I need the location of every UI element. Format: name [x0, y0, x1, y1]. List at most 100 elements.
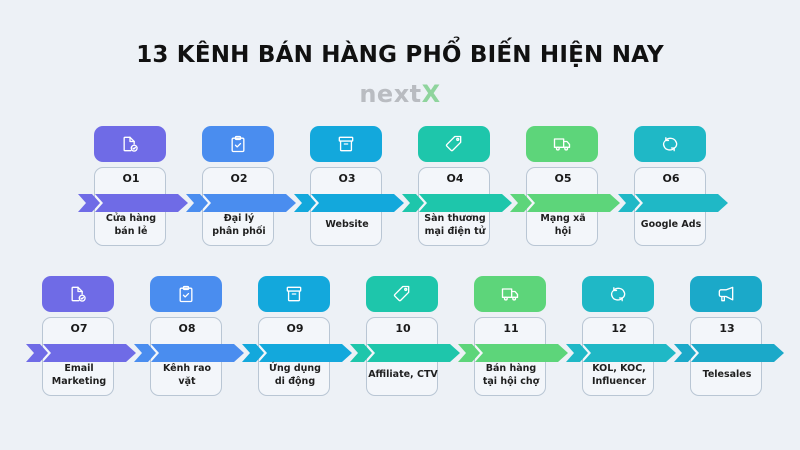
- megaphone-icon: [716, 284, 736, 304]
- chevron-arrow-icon: [566, 344, 676, 362]
- step-label: Ứng dụng di động: [255, 362, 335, 388]
- step-label-line2: di động: [274, 376, 316, 387]
- step-label-line1: Affiliate, CTV: [368, 369, 438, 380]
- step-number: 11: [503, 322, 519, 335]
- icon-box: [582, 276, 654, 312]
- chevron-arrow-icon: [618, 194, 728, 212]
- step-label: Google Ads: [631, 218, 711, 231]
- document-check-icon: [68, 284, 88, 304]
- step-label-line2: Influencer: [591, 376, 647, 387]
- step-number: O9: [286, 322, 304, 335]
- step-label: Kênh rao vặt: [147, 362, 227, 388]
- step-label-line1: Ứng dụng: [269, 363, 321, 374]
- delivery-truck-icon: [552, 134, 572, 154]
- brand-logo: nextX: [0, 80, 800, 108]
- chevron-arrow-icon: [402, 194, 512, 212]
- step-label-line2: tại hội chợ: [482, 376, 540, 387]
- step-number: O8: [178, 322, 196, 335]
- chevron-arrow-icon: [242, 344, 352, 362]
- chevron-arrow-icon: [134, 344, 244, 362]
- icon-box: [366, 276, 438, 312]
- step-label-line1: Đại lý: [223, 213, 255, 224]
- step-label: Website: [307, 218, 387, 231]
- step-label-line1: Website: [325, 219, 369, 230]
- brand-prefix: next: [359, 80, 422, 108]
- step-label: KOL, KOC, Influencer: [579, 362, 659, 388]
- archive-box-icon: [284, 284, 304, 304]
- step-label: Telesales: [687, 368, 767, 381]
- archive-box-icon: [336, 134, 356, 154]
- icon-box: [526, 126, 598, 162]
- icon-box: [150, 276, 222, 312]
- icon-box: [634, 126, 706, 162]
- step-label-line2: mại điện tử: [424, 226, 486, 237]
- icon-box: [310, 126, 382, 162]
- step-label-line1: Kênh rao: [162, 363, 212, 374]
- step-number: O1: [122, 172, 140, 185]
- step-label: Đại lý phân phối: [199, 212, 279, 238]
- step-label: Bán hàng tại hội chợ: [471, 362, 551, 388]
- step-label-line1: Bán hàng: [485, 363, 537, 374]
- clipboard-check-icon: [228, 134, 248, 154]
- step-number: 12: [611, 322, 627, 335]
- price-tag-icon: [444, 134, 464, 154]
- step-number: O5: [554, 172, 572, 185]
- icon-box: [202, 126, 274, 162]
- chevron-arrow-icon: [510, 194, 620, 212]
- step-label-line1: Email: [64, 363, 94, 374]
- step-number: 13: [719, 322, 735, 335]
- step-number: 10: [395, 322, 411, 335]
- icon-box: [474, 276, 546, 312]
- price-tag-icon: [392, 284, 412, 304]
- step-label-line1: Cửa hàng: [105, 213, 157, 224]
- chevron-arrow-icon: [458, 344, 568, 362]
- chevron-arrow-icon: [186, 194, 296, 212]
- step-number: O7: [70, 322, 88, 335]
- brand-suffix: X: [421, 80, 441, 108]
- step-label-line2: Marketing: [51, 376, 107, 387]
- document-check-icon: [120, 134, 140, 154]
- delivery-truck-icon: [500, 284, 520, 304]
- refresh-cycle-icon: [608, 284, 628, 304]
- step-label-line2: phân phối: [212, 226, 266, 237]
- step-label: Cửa hàng bán lẻ: [91, 212, 171, 238]
- icon-box: [418, 126, 490, 162]
- chevron-arrow-icon: [26, 344, 136, 362]
- icon-box: [94, 126, 166, 162]
- icon-box: [42, 276, 114, 312]
- step-label-line1: KOL, KOC,: [592, 363, 646, 374]
- step-label: Sàn thương mại điện tử: [415, 212, 495, 238]
- clipboard-check-icon: [176, 284, 196, 304]
- step-label: Affiliate, CTV: [363, 368, 443, 381]
- step-label-line2: bán lẻ: [114, 226, 148, 237]
- step-number: O4: [446, 172, 464, 185]
- chevron-arrow-icon: [350, 344, 460, 362]
- page-title: 13 KÊNH BÁN HÀNG PHỔ BIẾN HIỆN NAY: [136, 42, 664, 68]
- step-label-line1: Sàn thương: [424, 213, 486, 224]
- chevron-arrow-icon: [674, 344, 784, 362]
- step-number: O6: [662, 172, 680, 185]
- step-number: O3: [338, 172, 356, 185]
- icon-box: [690, 276, 762, 312]
- step-number: O2: [230, 172, 248, 185]
- refresh-cycle-icon: [660, 134, 680, 154]
- step-label-line2: vặt: [178, 376, 196, 387]
- icon-box: [258, 276, 330, 312]
- step-label-line1: Telesales: [702, 369, 752, 380]
- step-label-line1: Mạng xã: [540, 213, 586, 224]
